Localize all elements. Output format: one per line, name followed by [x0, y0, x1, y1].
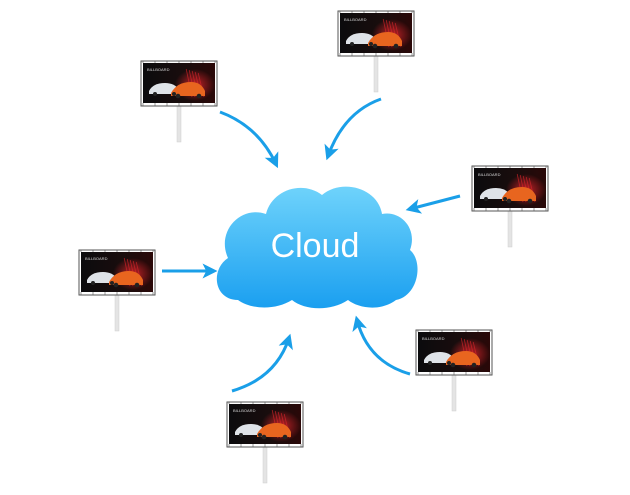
billboard-wheel: [428, 361, 432, 365]
billboard-screen-text: BILLBOARD: [85, 256, 108, 261]
billboard-wheel: [258, 433, 262, 437]
billboard-wheel: [527, 198, 533, 204]
billboard-wheel: [134, 282, 140, 288]
billboard-wheel: [503, 197, 507, 201]
billboard-car-silver: [480, 188, 510, 199]
billboard-wheel: [113, 282, 119, 288]
billboard-car-orange: [446, 351, 480, 365]
billboard-car-orange: [109, 271, 143, 285]
arrow-bottom-right: [352, 315, 411, 376]
billboard-right: BILLBOARD: [471, 165, 549, 248]
connection-arrows: [162, 97, 461, 393]
billboard-wheel: [450, 362, 456, 368]
billboard-car-orange: [502, 187, 536, 201]
billboard-car-orange: [257, 423, 291, 437]
billboard-post: [176, 105, 182, 143]
arrow-right: [405, 194, 461, 214]
cloud-shape: [216, 186, 418, 309]
billboard-wheel: [369, 42, 373, 46]
billboard-screen-text: BILLBOARD: [478, 172, 501, 177]
billboard-wheel: [175, 93, 181, 99]
billboard-post: [114, 294, 120, 332]
billboard-post: [373, 55, 379, 93]
billboard-screen-text: BILLBOARD: [233, 408, 256, 413]
billboard-wheel: [196, 93, 202, 99]
arrow-bottom-center: [231, 333, 293, 393]
billboard-car-silver: [346, 33, 376, 44]
arrow-top-left: [219, 110, 279, 169]
billboard-car-silver: [87, 272, 117, 283]
billboard-wheel: [447, 361, 451, 365]
billboard-wheel: [484, 197, 488, 201]
billboard-wheel: [393, 43, 399, 49]
billboard-car-silver: [235, 424, 265, 435]
billboard-left: BILLBOARD: [78, 249, 156, 332]
billboard-top-center: BILLBOARD: [337, 10, 415, 93]
cloud-label: Cloud: [271, 227, 360, 265]
arrow-top-center: [324, 97, 382, 161]
billboard-car-orange: [368, 32, 402, 46]
cloud: Cloud: [216, 186, 418, 309]
billboard-wheel: [91, 281, 95, 285]
billboard-wheel: [153, 92, 157, 96]
billboard-screen-text: BILLBOARD: [147, 67, 170, 72]
billboard-bottom-right: BILLBOARD: [415, 329, 493, 412]
billboard-car-silver: [149, 83, 179, 94]
billboard-wheel: [471, 362, 477, 368]
billboard-wheel: [506, 198, 512, 204]
billboard-car-orange: [171, 82, 205, 96]
billboard-bottom-center: BILLBOARD: [226, 401, 304, 484]
billboard-post: [451, 374, 457, 412]
billboard-top-left: BILLBOARD: [140, 60, 218, 143]
billboard-wheel: [172, 92, 176, 96]
billboard-post: [262, 446, 268, 484]
billboard-wheel: [372, 43, 378, 49]
billboard-wheel: [350, 42, 354, 46]
billboard-wheel: [261, 434, 267, 440]
billboard-post: [507, 210, 513, 248]
billboard-wheel: [110, 281, 114, 285]
billboard-wheel: [282, 434, 288, 440]
billboard-screen-text: BILLBOARD: [422, 336, 445, 341]
billboard-wheel: [239, 433, 243, 437]
billboard-screen-text: BILLBOARD: [344, 17, 367, 22]
billboard-car-silver: [424, 352, 454, 363]
